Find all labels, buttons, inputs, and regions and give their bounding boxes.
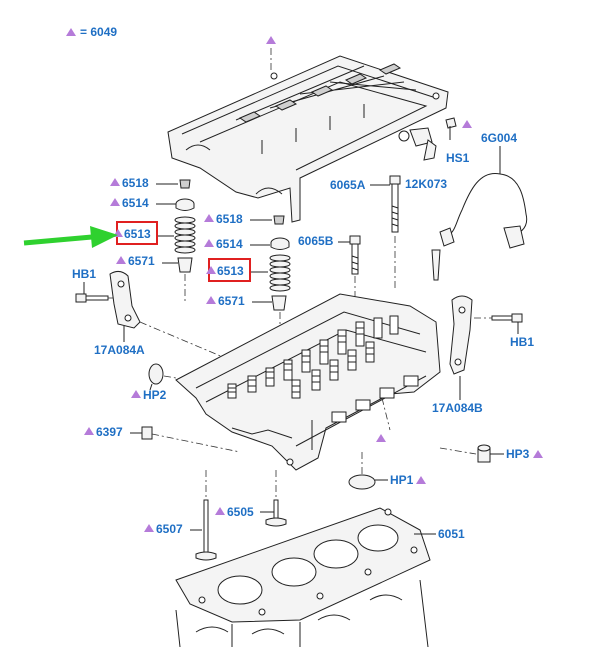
- label-17a084a: 17A084A: [94, 343, 145, 357]
- triangle-marker-icon: [462, 120, 472, 128]
- triangle-marker-icon: [110, 198, 120, 206]
- triangle-marker-icon: [266, 36, 276, 44]
- valve-stack-middle: 6518 6514 6513 6571: [204, 212, 291, 340]
- label-6065a: 6065A: [330, 178, 366, 192]
- label-hp3: HP3: [506, 447, 530, 461]
- label-6065b: 6065B: [298, 234, 334, 248]
- label-6g004: 6G004: [481, 131, 517, 145]
- label-6505: 6505: [227, 505, 254, 519]
- triangle-marker-icon: [110, 178, 120, 186]
- label-6514-mid: 6514: [216, 237, 243, 251]
- triangle-marker-icon: [376, 434, 386, 442]
- label-6514-left: 6514: [122, 196, 149, 210]
- triangle-marker-icon: [131, 390, 141, 398]
- engine-block: [175, 579, 429, 647]
- label-6513-left: 6513: [124, 227, 151, 241]
- hs1-sensor-group: HS1 12K073: [398, 117, 472, 191]
- label-12k073: 12K073: [405, 177, 447, 191]
- head-gasket: 6051: [175, 507, 465, 623]
- label-hb1-right: HB1: [510, 335, 534, 349]
- triangle-marker-icon: [144, 524, 154, 532]
- label-6513-mid: 6513: [217, 264, 244, 278]
- valve-stack-left: 6518 6514 6513 6571: [110, 176, 196, 302]
- triangle-marker-icon: [66, 28, 76, 36]
- 6g004-sensor-harness: 6G004: [431, 131, 528, 281]
- triangle-marker-icon: [533, 450, 543, 458]
- triangle-marker-icon: [84, 427, 94, 435]
- label-hs1: HS1: [446, 151, 470, 165]
- hp2-plug: HP2: [131, 363, 201, 402]
- label-6397: 6397: [96, 425, 123, 439]
- triangle-marker-icon: [206, 266, 216, 274]
- hp1-plug: HP1: [348, 452, 426, 490]
- label-6051: 6051: [438, 527, 465, 541]
- triangle-marker-icon: [204, 214, 214, 222]
- triangle-marker-icon: [215, 507, 225, 515]
- label-hb1-left: HB1: [72, 267, 96, 281]
- legend-text: = 6049: [80, 25, 117, 39]
- bracket-left: HB1 17A084A: [72, 267, 231, 361]
- dowel-6397: 6397: [84, 425, 241, 453]
- cylinder-head: [175, 293, 441, 471]
- triangle-marker-icon: [116, 256, 126, 264]
- triangle-marker-icon: [206, 296, 216, 304]
- head-bolts: 6065A 6065B: [298, 175, 401, 300]
- label-17a084b: 17A084B: [432, 401, 483, 415]
- label-6518-mid: 6518: [216, 212, 243, 226]
- triangle-marker-icon: [204, 239, 214, 247]
- legend: = 6049: [66, 25, 117, 39]
- label-6507: 6507: [156, 522, 183, 536]
- valves: 6505 6507: [144, 470, 287, 561]
- label-hp2: HP2: [143, 388, 167, 402]
- label-6571-mid: 6571: [218, 294, 245, 308]
- green-arrow-icon: [23, 226, 118, 248]
- bracket-right: 17A084B HB1: [432, 295, 534, 415]
- camshaft-carrier: [167, 36, 449, 223]
- hp3-plug: HP3: [439, 444, 543, 463]
- label-6518-left: 6518: [122, 176, 149, 190]
- label-hp1: HP1: [390, 473, 414, 487]
- label-6571-left: 6571: [128, 254, 155, 268]
- triangle-marker-icon: [416, 476, 426, 484]
